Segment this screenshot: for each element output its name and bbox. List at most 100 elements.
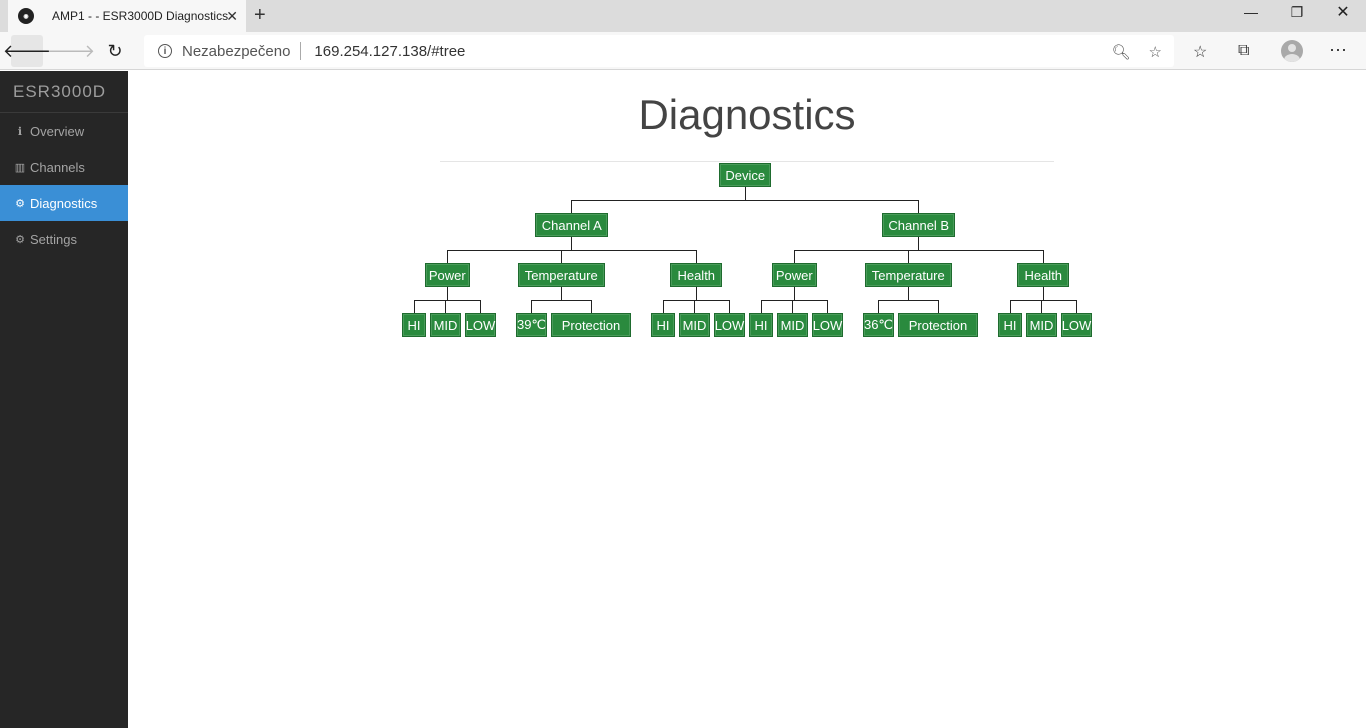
tree-connector-line — [918, 237, 920, 250]
tree-node-hi[interactable]: HI — [402, 313, 426, 337]
tree-connector-line — [907, 287, 909, 300]
tree-connector-line — [531, 300, 532, 313]
tree-node-health[interactable]: Health — [1017, 263, 1070, 287]
tree-node-mid[interactable]: MID — [777, 313, 808, 337]
tree-connector-line — [760, 300, 828, 301]
tree-node-36[interactable]: 36℃ — [863, 313, 894, 337]
tree-node-low[interactable]: LOW — [812, 313, 843, 337]
browser-toolbar: 🡐 🡒 ↻ i Nezabezpečeno 169.254.127.138/#t… — [0, 32, 1366, 70]
tree-connector-line — [729, 300, 730, 313]
tab-close-icon[interactable]: ✕ — [226, 8, 238, 24]
more-options-icon[interactable]: ⋯ — [1329, 40, 1347, 60]
tree-node-mid[interactable]: MID — [430, 313, 461, 337]
tree-node-protection[interactable]: Protection — [551, 313, 631, 337]
sidebar-item-settings[interactable]: ⚙ Settings — [0, 221, 128, 257]
tree-connector-line — [446, 287, 448, 300]
brand-title[interactable]: ESR3000D — [0, 71, 128, 113]
tree-node-hi[interactable]: HI — [998, 313, 1022, 337]
tree-connector-line — [694, 300, 695, 313]
tree-node-temperature[interactable]: Temperature — [864, 263, 952, 287]
browser-tab-bar: ◉ AMP1 - - ESR3000D Diagnostics ✕ + — ❐ … — [0, 0, 1366, 32]
tree-connector-line — [1042, 287, 1044, 300]
sidebar-item-label: Channels — [30, 159, 85, 175]
tree-node-low[interactable]: LOW — [1061, 313, 1092, 337]
tree-node-temperature[interactable]: Temperature — [517, 263, 605, 287]
tree-connector-line — [793, 287, 795, 300]
forward-button[interactable]: 🡒 — [47, 35, 95, 67]
sidebar-item-label: Diagnostics — [30, 195, 98, 211]
tree-node-low[interactable]: LOW — [465, 313, 496, 337]
back-button[interactable]: 🡐 — [3, 35, 51, 67]
tree-connector-line — [744, 187, 746, 200]
tree-node-mid[interactable]: MID — [1026, 313, 1057, 337]
tree-connector-line — [413, 300, 415, 313]
sidebar-item-diagnostics[interactable]: ⚙ Diagnostics — [0, 185, 128, 221]
url-divider — [300, 42, 302, 60]
tree-node-39[interactable]: 39℃ — [516, 313, 547, 337]
sidebar-item-label: Settings — [30, 231, 77, 247]
tree-connector-line — [760, 300, 762, 313]
sidebar-item-label: Overview — [30, 123, 85, 139]
favorites-icon[interactable]: ☆ — [1193, 44, 1208, 61]
collections-icon[interactable]: ⧉ — [1238, 42, 1250, 59]
tree-node-low[interactable]: LOW — [714, 313, 745, 337]
tree-connector-line — [571, 237, 573, 250]
tree-node-device[interactable]: Device — [719, 163, 772, 187]
arrow-left-icon: 🡐 — [2, 40, 52, 61]
title-divider — [440, 161, 1054, 162]
info-icon[interactable]: i — [158, 44, 172, 58]
tree-connector-line — [571, 200, 920, 201]
tree-connector-line — [878, 300, 879, 313]
tree-connector-line — [695, 250, 697, 263]
restore-button[interactable]: ❐ — [1290, 3, 1304, 20]
tree-connector-line — [413, 300, 481, 301]
tree-node-power[interactable]: Power — [771, 263, 817, 287]
tree-connector-line — [695, 287, 697, 300]
star-icon[interactable]: ☆ — [1148, 44, 1162, 61]
tree-node-mid[interactable]: MID — [679, 313, 710, 337]
tree-connector-line — [560, 250, 562, 263]
tree-node-hi[interactable]: HI — [651, 313, 675, 337]
page-title: Diagnostics — [638, 91, 856, 138]
minimize-button[interactable]: — — [1244, 4, 1258, 20]
tree-connector-line — [937, 300, 939, 313]
arrow-right-icon: 🡒 — [46, 40, 96, 61]
tree-connector-line — [480, 300, 481, 313]
tree-node-power[interactable]: Power — [424, 263, 470, 287]
refresh-button[interactable]: ↻ — [99, 35, 131, 67]
url-text[interactable]: 169.254.127.138/#tree — [314, 42, 466, 60]
tree-connector-line — [560, 287, 562, 300]
refresh-icon: ↻ — [107, 40, 123, 61]
window-close-button[interactable]: ✕ — [1336, 4, 1350, 21]
tree-node-protection[interactable]: Protection — [898, 313, 978, 337]
site-favicon-icon: ◉ — [18, 8, 34, 24]
browser-tab[interactable]: ◉ AMP1 - - ESR3000D Diagnostics ✕ — [8, 0, 246, 32]
tree-connector-line — [571, 200, 573, 213]
gear-icon: ⚙ — [15, 233, 25, 246]
tree-connector-line — [907, 250, 909, 263]
bar-chart-icon: ▥ — [14, 161, 26, 174]
tree-node-hi[interactable]: HI — [749, 313, 773, 337]
tree-connector-line — [827, 300, 828, 313]
gear-icon: ⚙ — [15, 197, 25, 210]
security-label: Nezabezpečeno — [182, 42, 291, 60]
tree-node-channel-b[interactable]: Channel B — [882, 213, 956, 237]
tree-connector-line — [793, 250, 1044, 251]
new-tab-button[interactable]: + — [254, 4, 266, 26]
tree-connector-line — [793, 250, 795, 263]
tree-connector-line — [590, 300, 592, 313]
tree-node-channel-a[interactable]: Channel A — [535, 213, 609, 237]
address-field[interactable]: i Nezabezpečeno 169.254.127.138/#tree 🔍︎… — [144, 35, 1174, 67]
tree-connector-line — [445, 300, 446, 313]
profile-avatar[interactable] — [1281, 40, 1303, 62]
tree-connector-line — [918, 200, 920, 213]
sidebar-item-channels[interactable]: ▥ Channels — [0, 149, 128, 185]
tree-connector-line — [531, 300, 592, 301]
tree-connector-line — [1009, 300, 1077, 301]
tree-node-health[interactable]: Health — [670, 263, 723, 287]
tree-connector-line — [878, 300, 939, 301]
tree-connector-line — [1041, 300, 1042, 313]
zoom-icon[interactable]: 🔍︎ — [1111, 44, 1131, 61]
